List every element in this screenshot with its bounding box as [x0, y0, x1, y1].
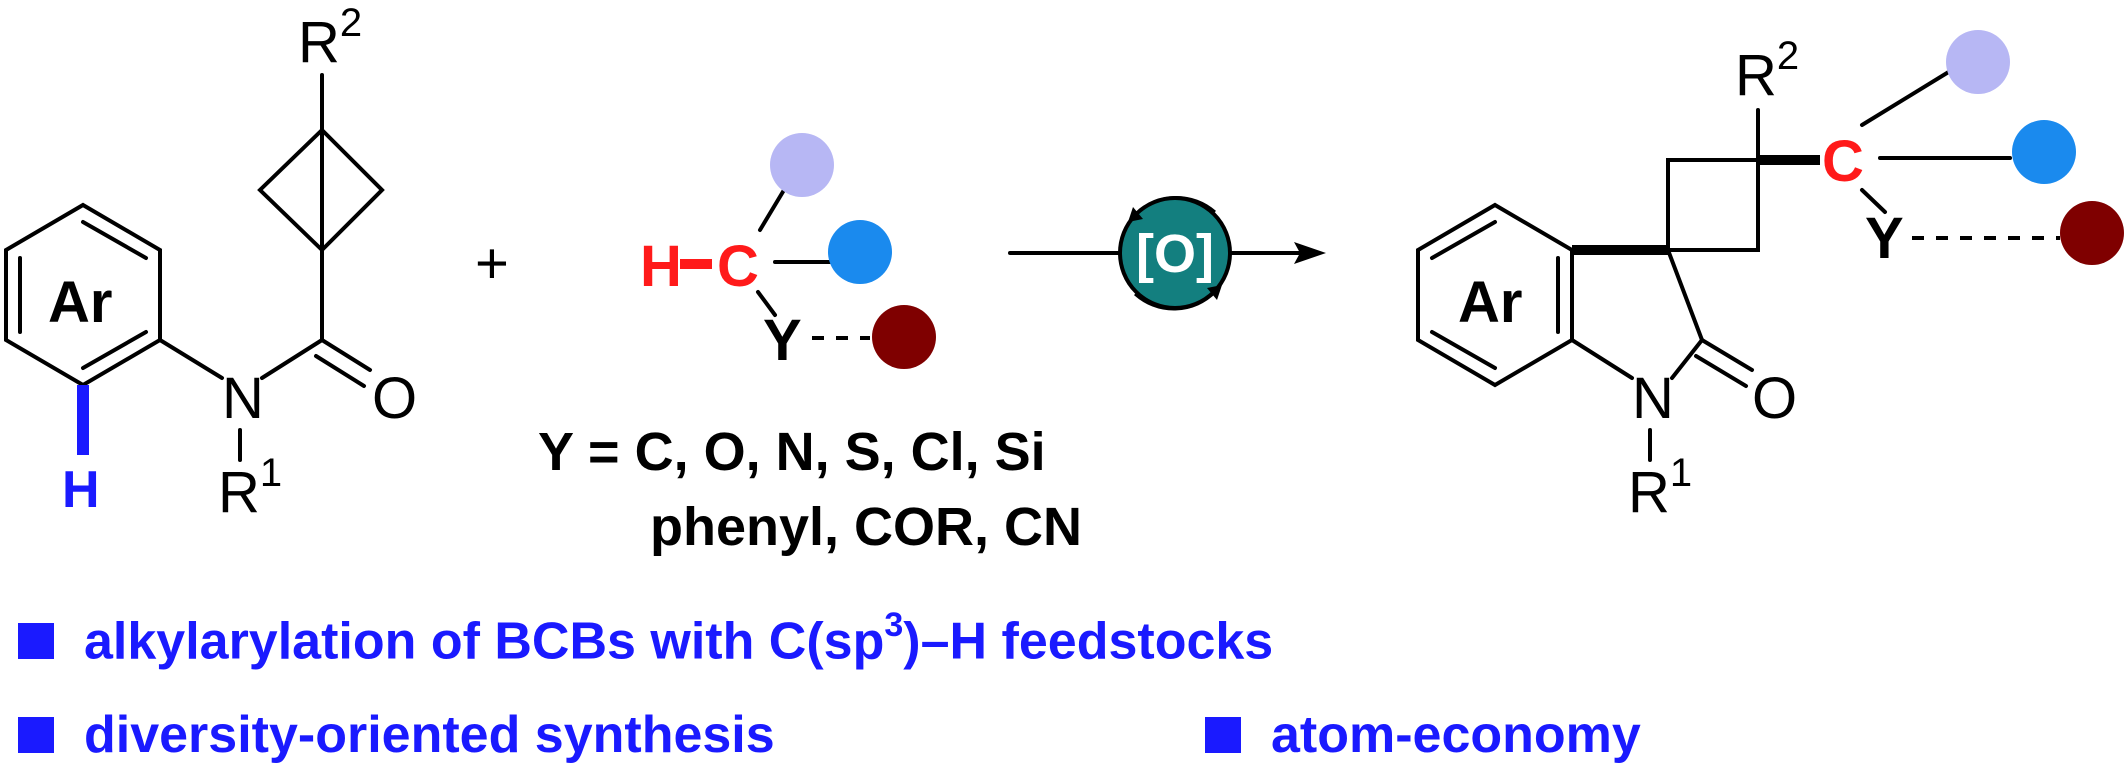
- y-list-line1: Y = C, O, N, S, Cl, Si: [538, 422, 1046, 482]
- o-label: O: [372, 366, 417, 431]
- reactant-2: H C Y Y = C, O, N, S, Cl, Si phenyl, COR…: [538, 133, 1082, 557]
- bullet-diversity-text: diversity-oriented synthesis: [84, 706, 775, 764]
- r1-label: R1: [218, 451, 282, 525]
- product: Ar N R1 O R2 C Y: [1416, 30, 2124, 525]
- ortho-h-label: H: [62, 461, 100, 519]
- product-y-label: Y: [1865, 206, 1904, 271]
- oxidant-label: [O]: [1136, 224, 1214, 284]
- substituent-blue-dot: [828, 220, 892, 284]
- h-label: H: [640, 234, 682, 299]
- product-lavender-dot: [1946, 30, 2010, 94]
- y-list-line2: phenyl, COR, CN: [650, 497, 1082, 557]
- bullet-alkylarylation: alkylarylation of BCBs with C(sp3)–H fee…: [18, 606, 1274, 671]
- product-ar-label: Ar: [1458, 270, 1522, 335]
- reaction-arrow: [O]: [1008, 195, 1326, 311]
- bullet-diversity: diversity-oriented synthesis: [18, 705, 775, 765]
- bullet-atom-economy: atom-economy: [1205, 705, 1641, 765]
- product-n-label: N: [1632, 366, 1674, 431]
- bullet-atom-economy-text: atom-economy: [1271, 706, 1641, 764]
- product-maroon-dot: [2060, 201, 2124, 265]
- product-c-label: C: [1822, 129, 1864, 194]
- product-o-label: O: [1752, 366, 1797, 431]
- arrow-head: [1294, 242, 1326, 264]
- r2-label: R2: [298, 1, 362, 75]
- bullet-square-icon: [18, 717, 54, 753]
- substituent-lavender-dot: [770, 133, 834, 197]
- product-r2-label: R2: [1735, 34, 1799, 108]
- c-label: C: [717, 234, 759, 299]
- plus-sign: +: [475, 231, 509, 296]
- reactant-1: H Ar N R1 O R2: [4, 1, 417, 525]
- n-label: N: [222, 366, 264, 431]
- bullet-square-icon: [1205, 717, 1241, 753]
- substituent-maroon-dot: [872, 305, 936, 369]
- product-blue-dot: [2012, 120, 2076, 184]
- bullet-square-icon: [18, 622, 54, 659]
- product-r1-label: R1: [1628, 451, 1692, 525]
- ar-label: Ar: [48, 270, 112, 335]
- y-label: Y: [763, 308, 802, 373]
- bullet-alkylarylation-text: alkylarylation of BCBs with C(sp3)–H fee…: [84, 606, 1274, 671]
